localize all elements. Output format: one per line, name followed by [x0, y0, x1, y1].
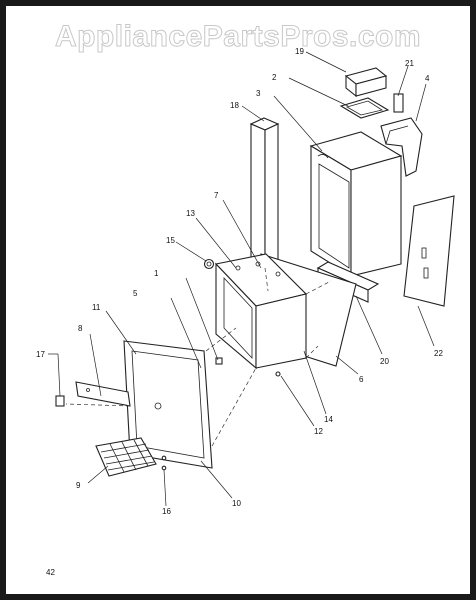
- part-15-grommet: [203, 258, 215, 270]
- callout-9: 9: [76, 481, 81, 490]
- callout-11: 11: [92, 303, 101, 312]
- callout-13: 13: [186, 209, 195, 218]
- callout-3: 3: [256, 89, 261, 98]
- part-18-post: [249, 117, 280, 269]
- part-12-screw: [275, 371, 281, 377]
- part-11-door-frame: [123, 340, 213, 469]
- part-22-side-panel: [403, 195, 455, 307]
- part-17-button: [55, 395, 65, 407]
- callout-15: 15: [166, 236, 175, 245]
- part-4-fitting: [380, 117, 423, 177]
- callout-1: 1: [154, 269, 159, 278]
- part-13-liner: [214, 253, 308, 370]
- part-16-screws: [161, 455, 167, 471]
- callout-7: 7: [214, 191, 219, 200]
- page-number: 42: [46, 568, 55, 577]
- part-1-clip: [215, 357, 223, 365]
- callout-2: 2: [272, 73, 277, 82]
- part-2-gasket: [339, 97, 390, 119]
- assembly-guide-lines: [65, 267, 332, 447]
- part-8-trim: [75, 381, 131, 407]
- exploded-parts-diagram: 1 2 3 4 5 6 7 8 9 10 11 12 13 14 15 16 1…: [36, 47, 455, 516]
- callout-12: 12: [314, 427, 323, 436]
- callout-20: 20: [380, 357, 389, 366]
- part-21-bracket: [393, 93, 404, 113]
- callout-16: 16: [162, 507, 171, 516]
- callout-8: 8: [78, 324, 83, 333]
- callout-10: 10: [232, 499, 241, 508]
- callout-22: 22: [434, 349, 443, 358]
- callout-18: 18: [230, 101, 239, 110]
- part-3-housing: [309, 131, 403, 277]
- callout-17: 17: [36, 350, 45, 359]
- callout-leaders: [48, 51, 435, 507]
- part-9-grille: [95, 437, 157, 477]
- callout-19: 19: [295, 47, 304, 56]
- callout-5: 5: [133, 289, 138, 298]
- callout-4: 4: [425, 74, 430, 83]
- part-19-block: [344, 67, 388, 98]
- callout-6: 6: [359, 375, 364, 384]
- callout-21: 21: [405, 59, 414, 68]
- callout-labels: 1 2 3 4 5 6 7 8 9 10 11 12 13 14 15 16 1…: [36, 47, 443, 516]
- callout-14: 14: [324, 415, 333, 424]
